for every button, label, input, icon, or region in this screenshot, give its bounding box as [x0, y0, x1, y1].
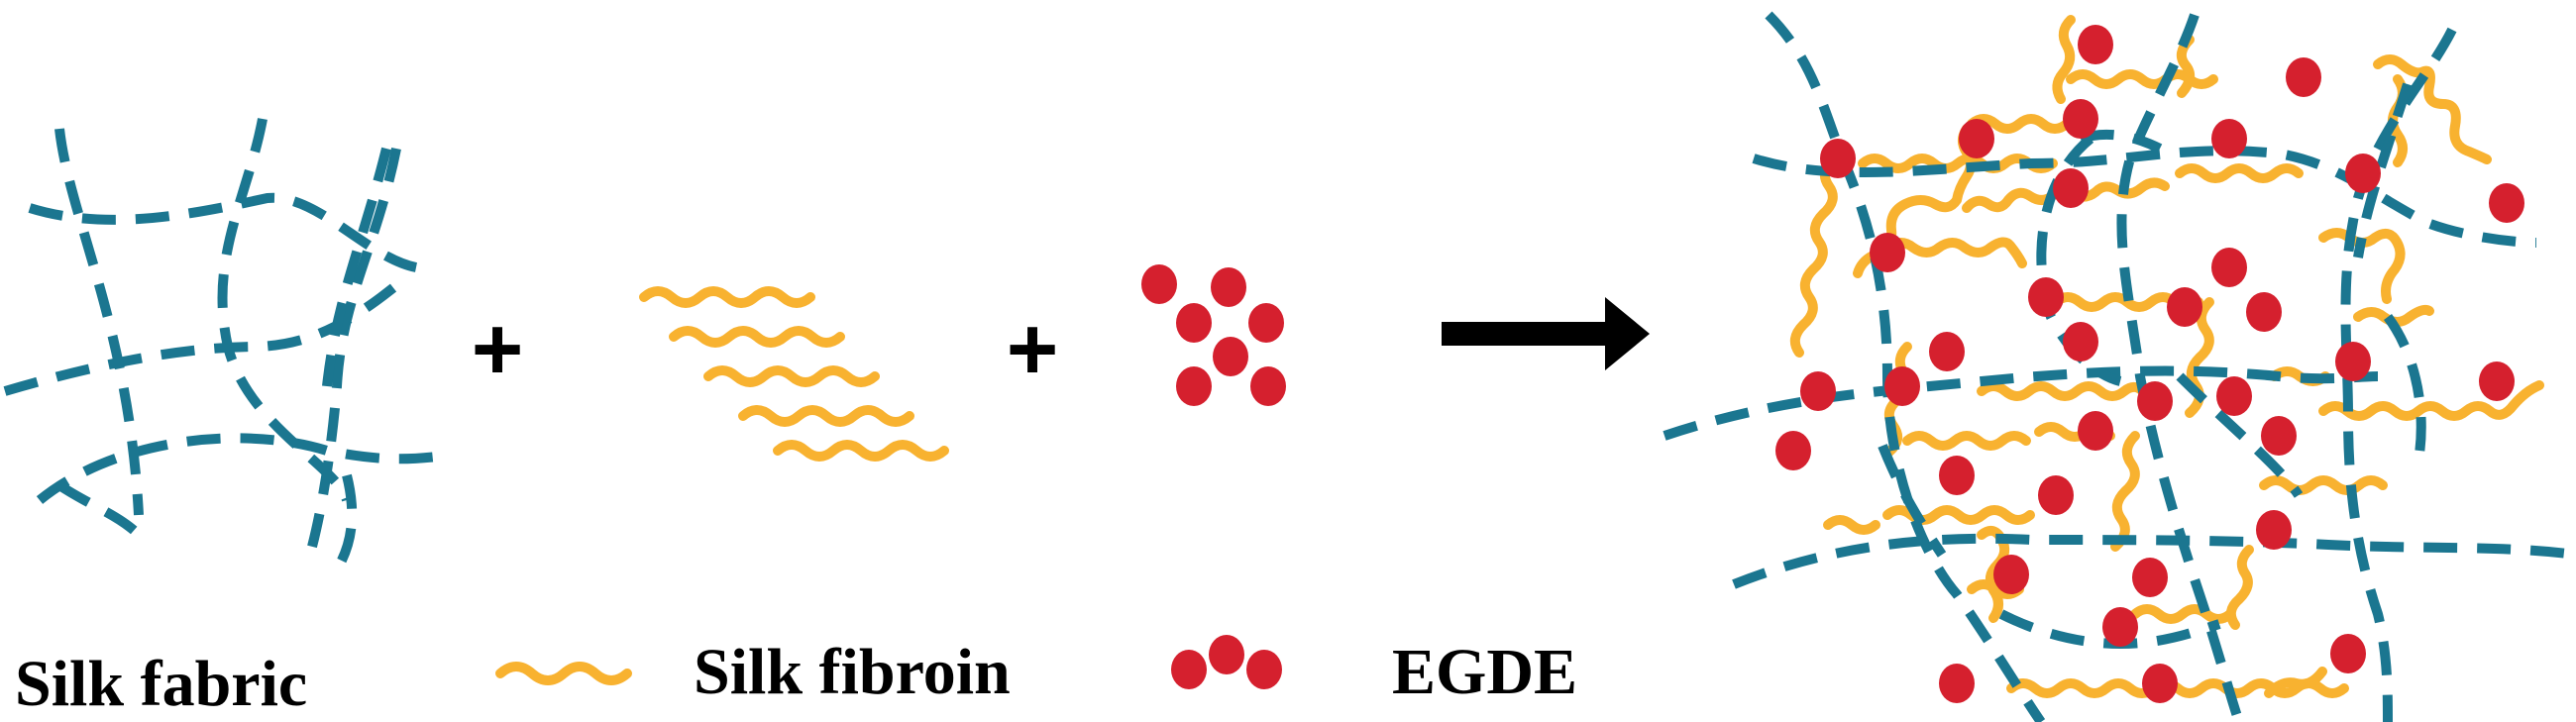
composite-network: [1663, 11, 2576, 722]
silk-fabric-label: Silk fabric: [15, 648, 307, 720]
egde-dots: [1141, 264, 1286, 406]
silk-fibroin-strands: [639, 286, 949, 462]
silk-fibroin-label: Silk fibroin: [694, 636, 1011, 708]
composite-egde-dots: [1775, 25, 2524, 703]
silk-fibroin-legend-icon: [495, 662, 632, 685]
egde-legend-icon: [1171, 635, 1282, 689]
plus-sign-2: +: [1007, 300, 1059, 399]
plus-sign: +: [472, 300, 524, 399]
egde-label: EGDE: [1392, 636, 1577, 708]
right-arrow-icon: [1442, 297, 1650, 370]
silk-fabric-network: [3, 118, 447, 572]
composite-fibroin-chains: [1789, 15, 2544, 698]
